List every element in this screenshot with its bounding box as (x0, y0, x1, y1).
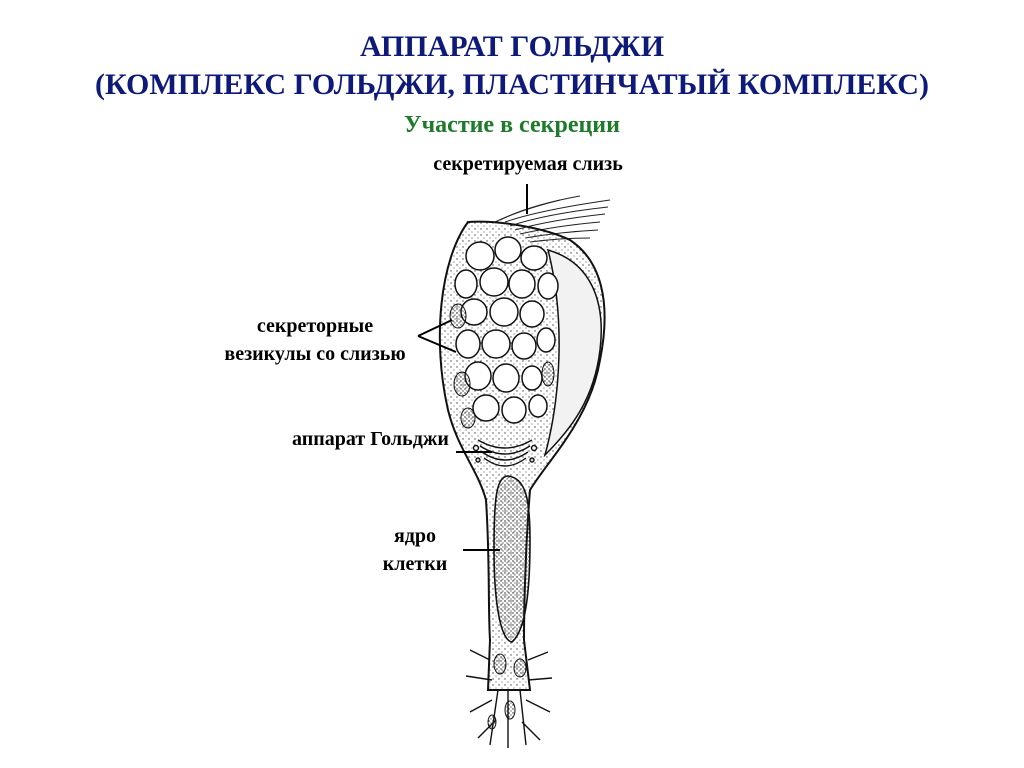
leader-lines (417, 184, 528, 551)
label-golgi-apparatus: аппарат Гольджи (292, 428, 449, 450)
title-line-1: АППАРАТ ГОЛЬДЖИ (359, 30, 665, 63)
golgi-apparatus (472, 439, 538, 467)
label-cell-nucleus-line-2: клетки (382, 553, 448, 575)
cell-nucleus (493, 475, 531, 643)
mucus-vesicles (454, 236, 559, 424)
neighbour-cell (543, 248, 602, 458)
subtitle: Участие в секреции (404, 112, 620, 138)
label-secretory-vesicles: секреторные везикулы со слизью (190, 312, 440, 368)
label-secretory-vesicles-line-2: везикулы со слизью (224, 343, 406, 365)
cytoplasm-granules (449, 303, 555, 429)
label-secretory-vesicles-line-1: секреторные (256, 315, 374, 337)
label-cell-nucleus: ядро клетки (370, 522, 460, 578)
basal-organelles (487, 653, 527, 730)
label-secreted-mucus: секретируемая слизь (433, 153, 623, 175)
title-line-2: (КОМПЛЕКС ГОЛЬДЖИ, ПЛАСТИНЧАТЫЙ КОМПЛЕКС… (95, 68, 929, 101)
label-cell-nucleus-line-1: ядро (393, 525, 437, 547)
